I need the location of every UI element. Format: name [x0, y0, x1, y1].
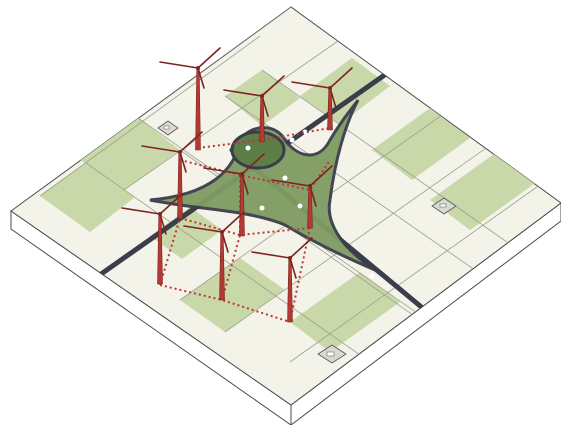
turbine-blade [289, 237, 313, 259]
interchange-loop [230, 130, 286, 170]
turbine-blade [309, 165, 333, 187]
tree-icon [369, 273, 375, 279]
field-line [123, 40, 339, 191]
turbine-blade [251, 251, 291, 259]
wind-turbine-icon [251, 237, 313, 323]
turbine-hub [308, 184, 312, 188]
turbine-hub [196, 66, 200, 70]
turbine-blade [221, 231, 229, 253]
tree-icon [245, 145, 251, 151]
turbine-blade [241, 153, 265, 175]
field-plot-green [40, 163, 135, 232]
turbine-blade [203, 167, 243, 175]
tree-icon [289, 137, 295, 143]
turbine-blade [179, 151, 187, 173]
farmstead-icon [431, 197, 457, 215]
turbine-blade [159, 213, 167, 235]
turbine-blade [121, 207, 161, 215]
turbine-blade [329, 67, 353, 89]
field-plot-green [80, 118, 180, 190]
wind-turbine-icon [291, 67, 353, 131]
turbine-blade [309, 185, 317, 207]
field-line [39, 35, 261, 197]
turbine-hub [158, 212, 162, 216]
wind-turbines [121, 47, 353, 323]
cable-line [179, 217, 311, 237]
turbine-blade [289, 257, 297, 279]
wind-turbine-icon [159, 47, 221, 151]
field-plot-green [300, 58, 390, 124]
turbine-blade [261, 75, 285, 97]
tree-icon [259, 205, 265, 211]
turbine-hub [178, 150, 182, 154]
turbine-blade [241, 173, 249, 195]
turbine-hub [328, 86, 332, 90]
turbine-blade [329, 87, 337, 109]
turbine-blade [271, 179, 311, 187]
wind-turbine-icon [183, 211, 245, 301]
cable-line [197, 127, 331, 149]
farmstead-icon [317, 344, 347, 364]
field-plot-green [372, 108, 470, 180]
wind-turbine-icon [203, 153, 265, 237]
wind-turbine-icon [271, 165, 333, 229]
tree-icon [282, 175, 288, 181]
field-plot-green [290, 272, 400, 352]
turbine-hub [288, 256, 292, 260]
wind-turbine-icon [141, 131, 203, 219]
turbine-blade [159, 61, 199, 69]
field-line [85, 162, 401, 384]
turbine-blade [223, 89, 263, 97]
turbine-hub [260, 94, 264, 98]
cable-line [179, 159, 331, 192]
wind-turbine-icon [121, 193, 183, 285]
cable-line [159, 284, 291, 323]
turbine-blade [197, 67, 205, 89]
turbine-hub [220, 230, 224, 234]
wind-turbine-icon [223, 75, 285, 143]
field-plots [40, 58, 545, 352]
turbine-blade [291, 81, 331, 89]
turbine-blade [183, 225, 223, 233]
turbine-hub [240, 172, 244, 176]
tree-icon [297, 203, 303, 209]
turbine-blade [159, 193, 183, 215]
turbine-blade [221, 211, 245, 233]
farmstead-icon [157, 120, 179, 136]
turbine-blade [261, 95, 269, 117]
turbine-blade [141, 145, 181, 153]
turbine-blade [197, 47, 221, 69]
farmsteads [157, 120, 457, 364]
field-plot-green [180, 258, 285, 332]
turbine-blade [179, 131, 203, 153]
field-line [289, 169, 561, 363]
